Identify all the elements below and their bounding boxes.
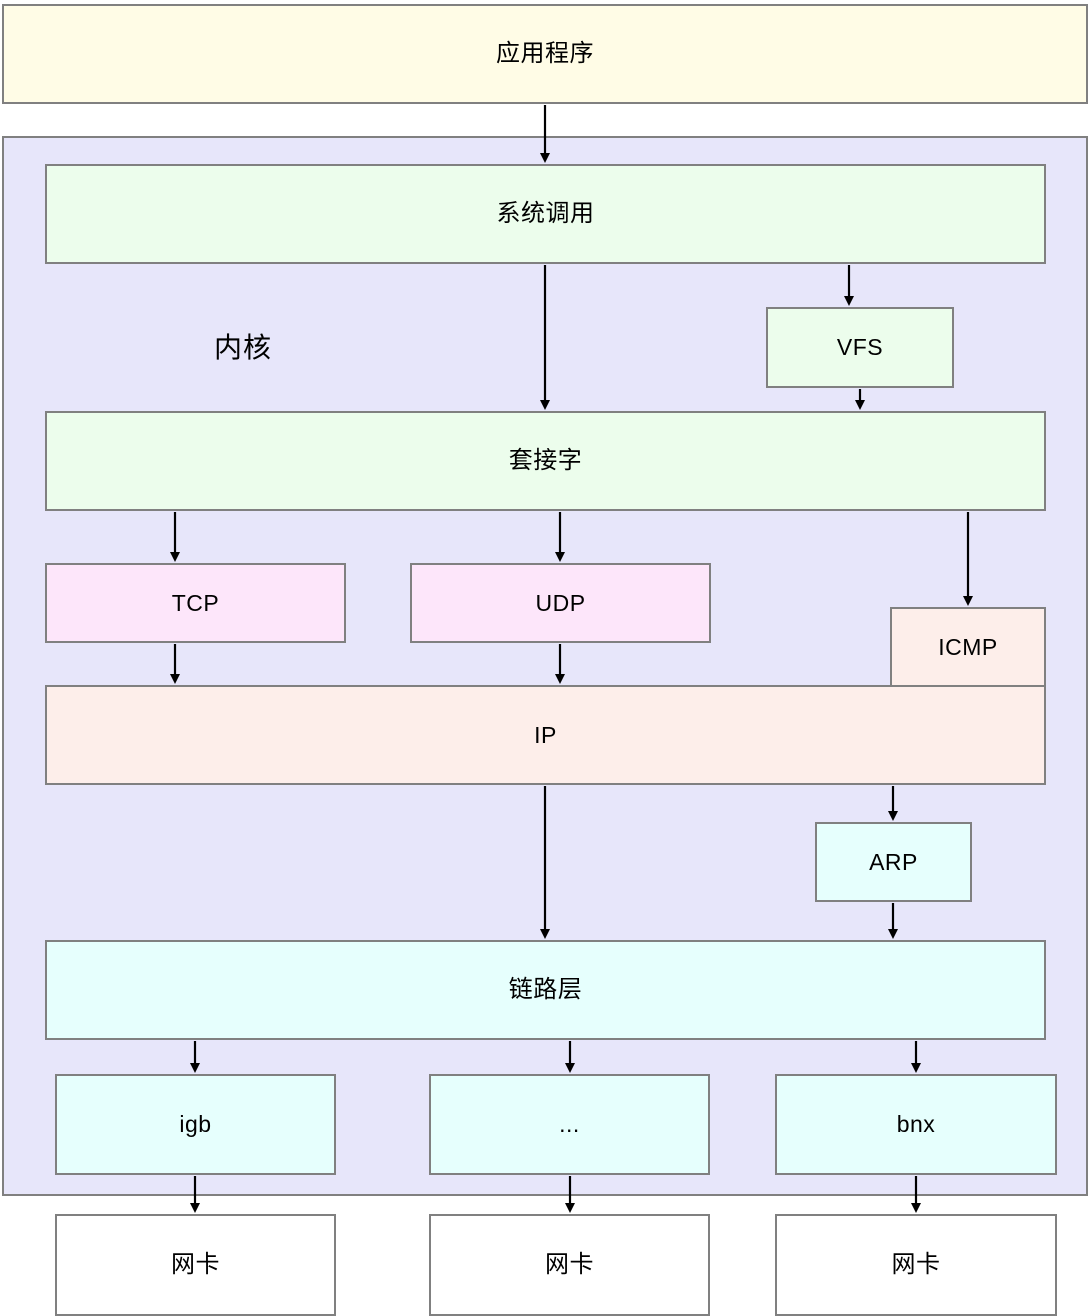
node-nic-3[interactable]: 网卡	[775, 1214, 1057, 1316]
node-syscall[interactable]: 系统调用	[45, 164, 1046, 264]
node-nic-1-label: 网卡	[171, 1251, 220, 1278]
node-tcp-label: TCP	[171, 589, 220, 616]
node-tcp[interactable]: TCP	[45, 563, 346, 643]
node-socket-label: 套接字	[508, 447, 583, 474]
node-ip-label: IP	[534, 721, 557, 748]
node-driver-bnx[interactable]: bnx	[775, 1074, 1057, 1175]
node-driver-igb-label: igb	[179, 1111, 212, 1137]
node-application-label: 应用程序	[496, 40, 594, 67]
node-vfs-label: VFS	[836, 334, 884, 360]
node-syscall-label: 系统调用	[496, 200, 595, 227]
node-udp[interactable]: UDP	[410, 563, 711, 643]
node-kernel-label: 内核	[214, 332, 273, 363]
node-arp-label: ARP	[869, 848, 918, 875]
node-vfs[interactable]: VFS	[766, 307, 954, 388]
node-driver-bnx-label: bnx	[896, 1111, 936, 1137]
node-link-layer[interactable]: 链路层	[45, 940, 1046, 1040]
node-socket[interactable]: 套接字	[45, 411, 1046, 511]
node-driver-igb[interactable]: igb	[55, 1074, 336, 1175]
node-nic-3-label: 网卡	[891, 1251, 941, 1278]
node-nic-2-label: 网卡	[545, 1251, 594, 1278]
node-driver-ellipsis-label: ...	[559, 1111, 580, 1137]
node-application[interactable]: 应用程序	[2, 4, 1088, 104]
node-udp-label: UDP	[535, 589, 586, 616]
node-icmp[interactable]: ICMP	[890, 607, 1046, 687]
node-driver-ellipsis[interactable]: ...	[429, 1074, 710, 1175]
node-link-layer-label: 链路层	[508, 976, 583, 1003]
node-icmp-label: ICMP	[938, 633, 998, 660]
node-ip[interactable]: IP	[45, 685, 1046, 785]
node-arp[interactable]: ARP	[815, 822, 972, 902]
node-nic-2[interactable]: 网卡	[429, 1214, 710, 1316]
node-nic-1[interactable]: 网卡	[55, 1214, 336, 1316]
